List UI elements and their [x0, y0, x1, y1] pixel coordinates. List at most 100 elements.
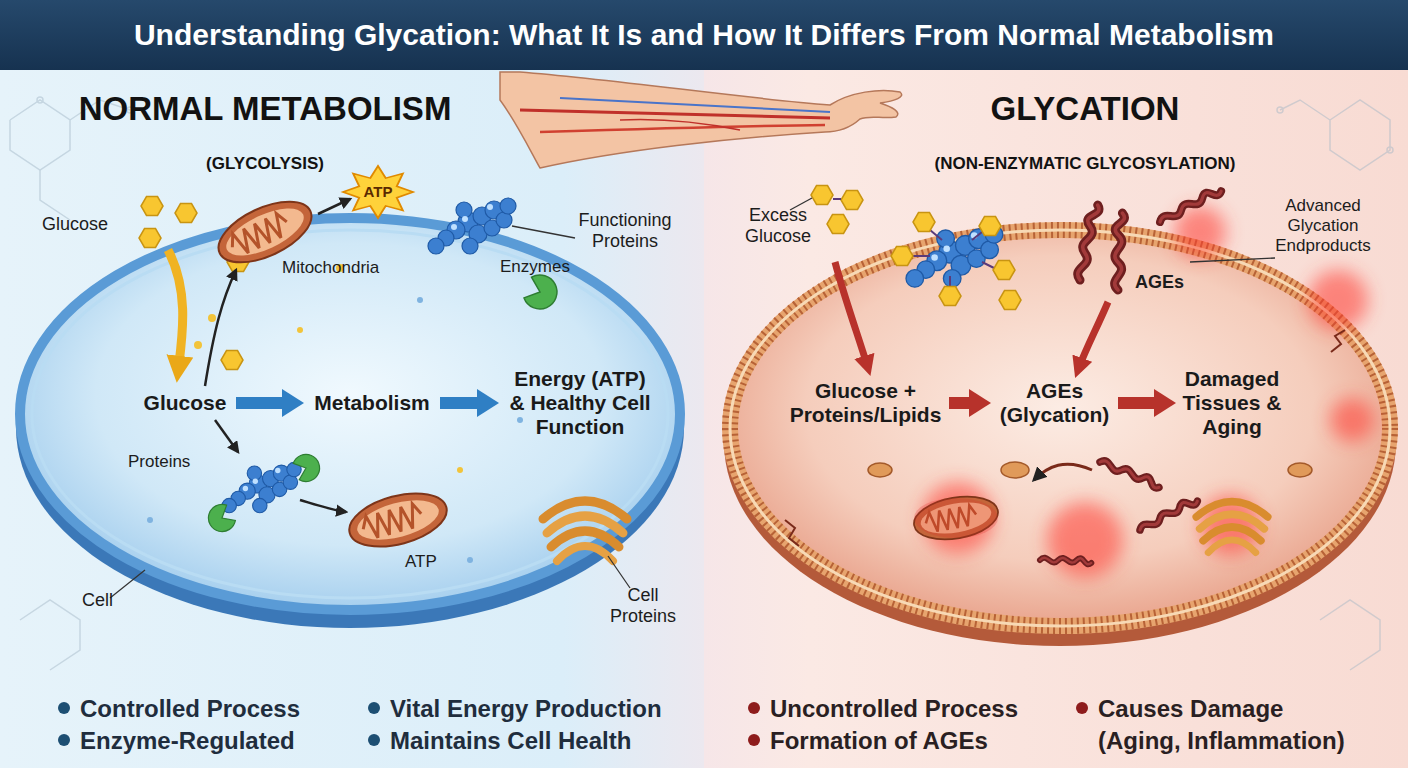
art-circle — [194, 341, 202, 349]
art-use — [811, 186, 833, 205]
art-circle — [1308, 270, 1368, 330]
art-circle — [417, 297, 423, 303]
art-circle — [1047, 502, 1123, 578]
art-path — [300, 500, 346, 512]
art-use — [292, 451, 324, 485]
callout-label: AGEs — [1135, 272, 1195, 293]
art-use — [203, 501, 237, 537]
flow-arrow — [236, 397, 282, 409]
art-use — [343, 484, 452, 556]
art-circle — [368, 734, 380, 746]
art-circle — [748, 702, 760, 714]
art-use — [1100, 452, 1161, 493]
art-use — [911, 491, 1002, 546]
art-path — [835, 262, 868, 368]
art-path — [1034, 464, 1092, 480]
art-ellipse — [730, 230, 1390, 626]
art-use — [891, 247, 913, 266]
art-use — [999, 291, 1021, 310]
step-label: Glucose — [140, 391, 230, 415]
art-ellipse — [20, 218, 680, 610]
flow-step: Glucose — [140, 391, 230, 415]
callout-label: Glucose — [42, 214, 132, 235]
bullet-text: Uncontrolled Process — [770, 693, 1070, 725]
art-circle — [467, 557, 473, 563]
art-line — [972, 232, 982, 240]
flow-arrow — [1118, 397, 1154, 409]
art-circle — [368, 702, 380, 714]
flow-step: AGEs (Glycation) — [997, 379, 1112, 427]
art-path — [540, 125, 825, 132]
step-label: Glucose + Proteins/Lipids — [788, 379, 943, 427]
art-use — [222, 462, 301, 512]
art-path — [1331, 330, 1345, 352]
callout-label: Advanced Glycation Endproducts — [1258, 196, 1388, 256]
flow-step: Damaged Tissues & Aging — [1182, 367, 1282, 439]
art-use — [913, 213, 935, 232]
art-ellipse — [730, 230, 1390, 626]
bullet-text: Vital Energy Production — [390, 693, 700, 725]
callout-label: Cell — [82, 590, 142, 611]
callout-label: Excess Glucose — [728, 205, 828, 247]
callout-label: Proteins — [128, 452, 218, 472]
art-circle — [297, 327, 303, 333]
art-circle — [58, 702, 70, 714]
art-g — [147, 297, 523, 563]
flow-step: Energy (ATP) & Healthy Cell Function — [505, 367, 655, 439]
art-circle — [58, 734, 70, 746]
art-path — [520, 110, 830, 118]
art-circle — [147, 517, 153, 523]
callout-label: ATP — [405, 552, 455, 572]
step-label: AGEs (Glycation) — [997, 379, 1112, 427]
art-use — [827, 215, 849, 234]
panel-subheading: (NON-ENZYMATIC GLYCOSYLATION) — [835, 154, 1335, 174]
art-ellipse — [730, 230, 1390, 626]
callout-label: Mitochondria — [282, 258, 402, 278]
art-line — [949, 276, 951, 286]
art-path — [1078, 302, 1108, 370]
panel-subheading: (GLYCOLYSIS) — [15, 154, 515, 174]
flow-step: Glucose + Proteins/Lipids — [788, 379, 943, 427]
art-line — [912, 255, 930, 257]
bullet-text: Maintains Cell Health — [390, 725, 700, 757]
art-use — [522, 272, 562, 314]
art-circle — [1076, 702, 1088, 714]
art-circle — [1330, 398, 1374, 442]
step-label: Energy (ATP) & Healthy Cell Function — [505, 367, 655, 439]
step-label: Metabolism — [310, 391, 434, 415]
panel-heading: NORMAL METABOLISM — [15, 90, 515, 128]
title-bar: Understanding Glycation: What It Is and … — [0, 0, 1408, 70]
art-use — [939, 287, 961, 306]
art-use — [993, 261, 1015, 280]
art-use — [1196, 502, 1267, 553]
art-use — [979, 217, 1001, 236]
flow-arrow — [949, 397, 969, 409]
atp-badge: ATP — [353, 183, 403, 200]
flow-arrow — [440, 397, 477, 409]
bullet-text: Controlled Process — [80, 693, 370, 725]
art-use — [841, 191, 863, 210]
bullet-text: Causes Damage (Aging, Inflammation) — [1098, 693, 1348, 757]
bullet-text: Enzyme-Regulated — [80, 725, 370, 757]
art-use — [1136, 498, 1200, 530]
art-use — [141, 197, 163, 216]
art-use — [175, 204, 197, 223]
art-path — [168, 250, 183, 372]
art-ellipse — [914, 498, 998, 538]
art-path — [620, 119, 740, 130]
page-title: Understanding Glycation: What It Is and … — [134, 18, 1274, 52]
callout-label: Functioning Proteins — [560, 210, 690, 252]
callout-label: Cell Proteins — [598, 585, 688, 627]
art-ellipse — [32, 230, 668, 598]
art-path — [205, 270, 236, 386]
bullet-text: Formation of AGEs — [770, 725, 1070, 757]
panel-heading: GLYCATION — [835, 90, 1335, 128]
art-path — [785, 520, 799, 546]
art-use — [139, 229, 161, 248]
art-ellipse — [868, 463, 892, 477]
callout-label: Enzymes — [500, 257, 590, 277]
step-label: Damaged Tissues & Aging — [1182, 367, 1282, 439]
art-polygon — [343, 166, 413, 218]
art-line — [833, 198, 841, 200]
